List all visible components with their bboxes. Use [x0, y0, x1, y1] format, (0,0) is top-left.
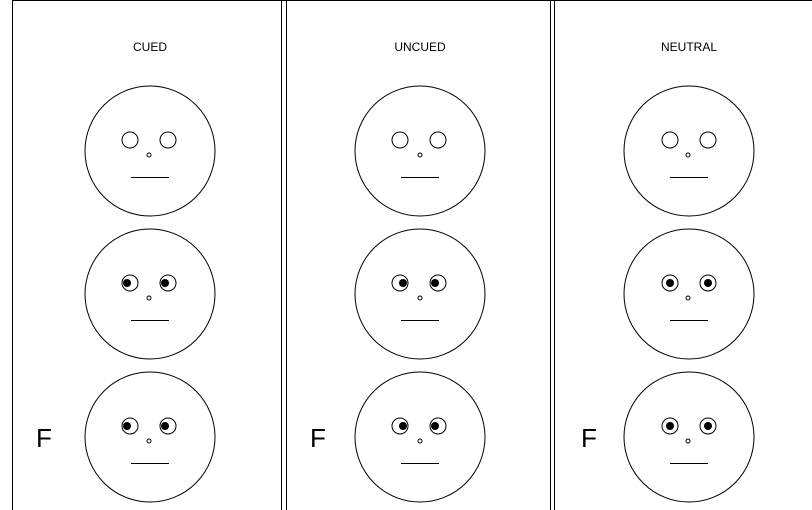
face — [85, 372, 215, 502]
nose — [686, 296, 690, 300]
face — [624, 86, 754, 216]
face — [624, 372, 754, 502]
panel-title-cued: CUED — [133, 40, 167, 54]
nose — [147, 439, 151, 443]
face-label: F — [581, 423, 597, 453]
nose — [147, 296, 151, 300]
left-pupil — [399, 422, 407, 430]
right-eye — [700, 132, 716, 148]
right-pupil — [161, 422, 169, 430]
right-pupil — [431, 279, 439, 287]
nose — [418, 153, 422, 157]
left-eye — [122, 132, 138, 148]
right-pupil — [704, 422, 712, 430]
face-outline — [85, 372, 215, 502]
panel-uncued: UNCUED — [310, 40, 485, 502]
left-pupil — [666, 279, 674, 287]
left-pupil — [123, 422, 131, 430]
panel-neutral: NEUTRAL — [581, 40, 754, 502]
right-pupil — [704, 279, 712, 287]
right-eye — [430, 132, 446, 148]
face-label: F — [36, 423, 52, 453]
face-outline — [355, 86, 485, 216]
panel-title-uncued: UNCUED — [394, 40, 446, 54]
nose — [418, 439, 422, 443]
face-outline — [624, 86, 754, 216]
nose — [686, 153, 690, 157]
right-pupil — [161, 279, 169, 287]
face — [85, 86, 215, 216]
nose — [147, 153, 151, 157]
face-outline — [355, 372, 485, 502]
nose — [418, 296, 422, 300]
panel-cued: CUED — [36, 40, 215, 502]
nose — [686, 439, 690, 443]
face-outline — [85, 229, 215, 359]
face — [85, 229, 215, 359]
face — [355, 372, 485, 502]
right-eye — [160, 132, 176, 148]
left-pupil — [399, 279, 407, 287]
panel-title-neutral: NEUTRAL — [661, 40, 717, 54]
face — [624, 229, 754, 359]
face-outline — [355, 229, 485, 359]
face-label: F — [310, 423, 326, 453]
left-pupil — [123, 279, 131, 287]
left-eye — [662, 132, 678, 148]
face — [355, 86, 485, 216]
left-eye — [392, 132, 408, 148]
face-outline — [85, 86, 215, 216]
right-pupil — [431, 422, 439, 430]
face — [355, 229, 485, 359]
face-outline — [624, 229, 754, 359]
left-pupil — [666, 422, 674, 430]
face-outline — [624, 372, 754, 502]
